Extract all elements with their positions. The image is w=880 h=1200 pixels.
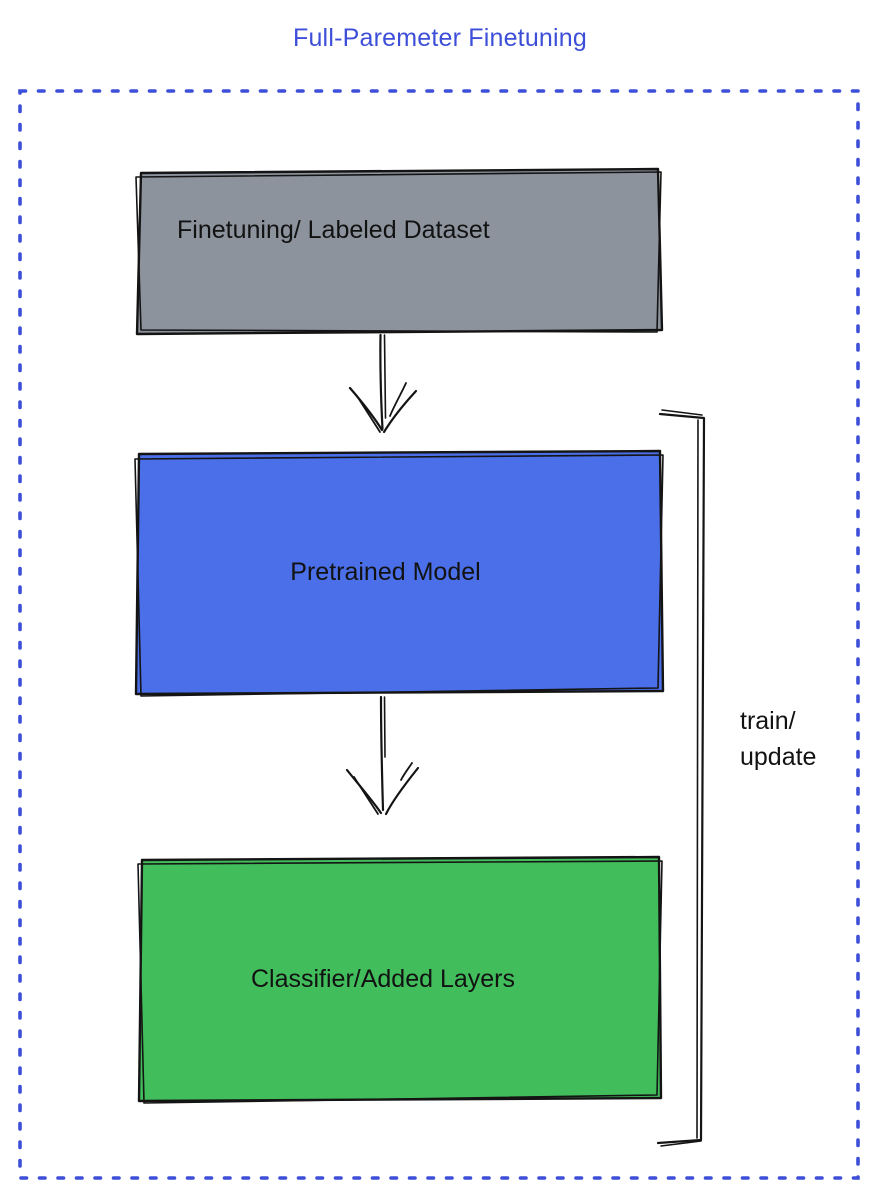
- pretrained-box-sketch: [134, 454, 664, 697]
- train-update-label-line1: train/: [740, 707, 796, 735]
- dataset-box-sketch: [135, 171, 662, 333]
- train-update-bracket: [656, 409, 706, 1147]
- classifier-box-shape: [137, 855, 663, 1103]
- page-title: Full-Paremeter Finetuning: [292, 24, 587, 52]
- dataset-box-shape: [135, 167, 664, 336]
- train-update-label: train/ update: [740, 703, 816, 775]
- train-update-label-line2: update: [740, 743, 817, 771]
- classifier-box-label: Classifier/Added Layers: [250, 964, 515, 993]
- arrow-dataset-to-pretrained: [348, 333, 418, 434]
- arrow-pretrained-to-classifier: [345, 695, 420, 816]
- pretrained-box-label: Pretrained Model: [290, 558, 481, 586]
- classifier-box-sketch: [137, 860, 663, 1104]
- dataset-box-label: Finetuning/ Labeled Dataset: [177, 215, 490, 244]
- pretrained-box-shape: [134, 449, 665, 696]
